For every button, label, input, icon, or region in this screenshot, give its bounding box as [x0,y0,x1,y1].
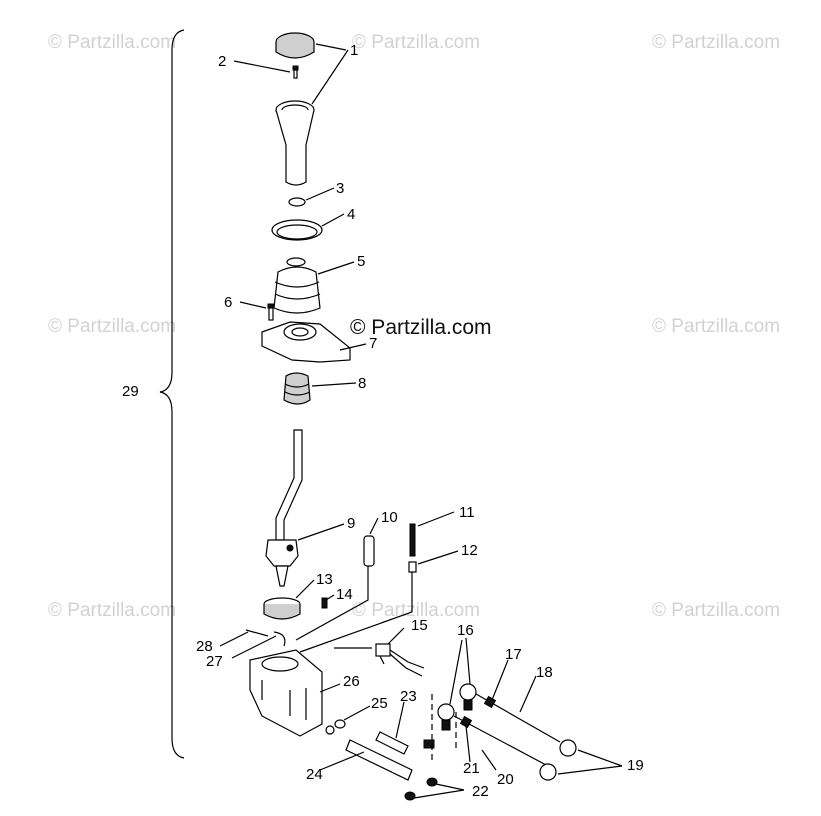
wire-routing [295,566,413,653]
callout-24: 24 [306,766,323,783]
part-20-rod [453,715,549,767]
part-15-switch [375,643,425,677]
part-5-boot [273,257,321,314]
callout-14: 14 [336,586,353,603]
callout-12: 12 [461,542,478,559]
callout-25: 25 [371,695,388,712]
callout-21: 21 [463,760,480,777]
part-9-shift-lever [265,429,303,587]
callout-10: 10 [381,509,398,526]
part-2-screw [292,65,299,79]
callout-18: 18 [536,664,553,681]
part-6-bolt [267,303,275,321]
part-10-pin [363,535,375,567]
callout-11: 11 [459,504,475,521]
part-25-washer [325,719,346,735]
part-24-shaft [345,739,413,781]
leader-lines [219,43,623,799]
part-12-sleeve [408,561,417,573]
watermark-top-right: © Partzilla.com [652,32,780,53]
part-8-spring-boot [283,372,311,405]
callout-22: 22 [472,783,489,800]
callout-5: 5 [357,253,365,270]
callout-17: 17 [505,646,522,663]
callout-13: 13 [316,571,333,588]
assembly-brace [159,29,185,759]
part-3-o-ring [288,197,306,207]
callout-29: 29 [122,383,139,400]
watermark-bottom-left: © Partzilla.com [48,600,176,621]
part-28-pin [245,629,269,637]
callout-23: 23 [400,688,417,705]
watermark-top-center: © Partzilla.com [352,32,480,53]
part-14-set-screw [321,597,328,609]
callout-27: 27 [206,653,223,670]
callout-15: 15 [411,617,428,634]
part-11-stud [409,523,416,557]
watermark-mid-left: © Partzilla.com [48,316,176,337]
callout-19: 19 [627,757,644,774]
callout-16: 16 [457,622,474,639]
part-19-rod-end [539,739,577,781]
part-23-pin [375,731,435,755]
watermark-top-left: © Partzilla.com [48,32,176,53]
callout-9: 9 [347,515,355,532]
part-13-collar [263,597,301,620]
part-7-bracket [261,321,351,363]
watermark-group: © Partzilla.com © Partzilla.com © Partzi… [48,32,780,621]
watermark-bottom-right: © Partzilla.com [652,600,780,621]
part-26-housing [249,649,323,737]
callout-2: 2 [218,53,226,70]
callout-4: 4 [347,206,355,223]
part-16-ball-joint [437,683,477,731]
part-27-clip [273,631,286,647]
part-22-nut [404,777,438,801]
callout-7: 7 [369,335,377,352]
callout-20: 20 [497,771,514,788]
part-1-shift-knob [275,32,315,186]
dashed-linkage-line [431,694,457,760]
callout-6: 6 [224,294,232,311]
callout-1: 1 [350,42,358,59]
callout-26: 26 [343,673,360,690]
watermark-center: © Partzilla.com [350,316,492,339]
callout-8: 8 [358,375,366,392]
watermark-mid-right: © Partzilla.com [652,316,780,337]
watermark-bottom-center: © Partzilla.com [352,600,480,621]
part-4-ring [271,219,323,241]
callout-labels: 1 2 3 4 5 6 7 8 9 10 11 12 13 14 15 16 1… [122,42,644,800]
callout-28: 28 [196,638,213,655]
callout-3: 3 [336,180,344,197]
